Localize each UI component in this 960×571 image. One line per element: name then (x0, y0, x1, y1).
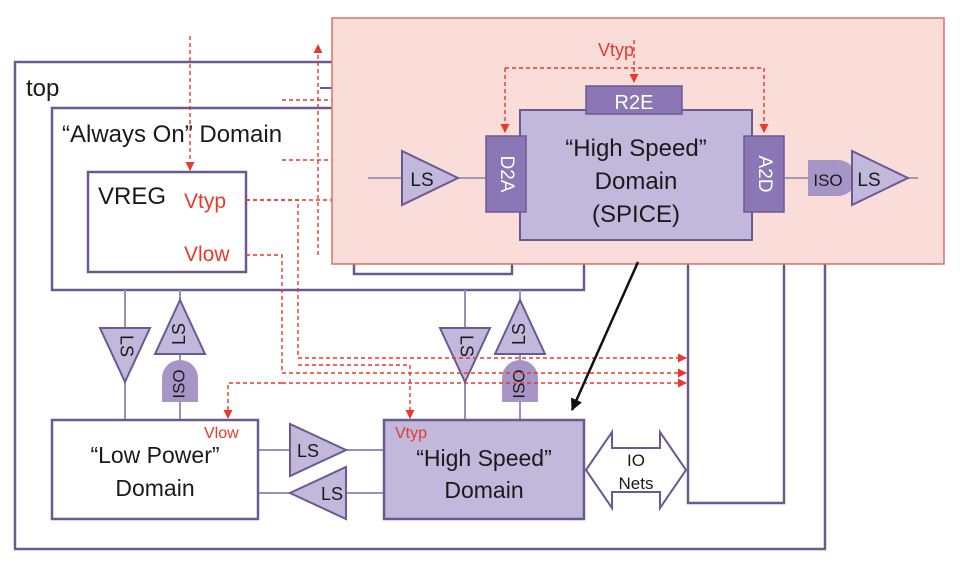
ls-right: LS (289, 422, 349, 478)
ls-label: LS (857, 170, 880, 191)
high-speed-domain: Vtyp “High Speed” Domain (382, 418, 586, 521)
r2e-label: R2E (615, 92, 654, 114)
ls-down-left: LS (98, 327, 152, 385)
ls-label: LS (321, 484, 343, 504)
callout-vtyp-label: Vtyp (598, 40, 634, 60)
ls-label: LS (116, 335, 136, 357)
ls-label: LS (169, 323, 189, 345)
vreg-vlow-label: Vlow (184, 243, 230, 266)
ls-up-left: LS (153, 297, 207, 355)
ls-label: LS (509, 323, 529, 345)
high-speed-label-line1: “High Speed” (416, 445, 552, 471)
vreg-block: VREG Vtyp Vlow (86, 170, 248, 274)
d2a-block: D2A (485, 135, 527, 213)
vreg-vtyp-label: Vtyp (184, 190, 226, 213)
low-power-domain: Vlow “Low Power” Domain (50, 418, 260, 521)
r2e-block: R2E (585, 85, 683, 115)
iso-label: ISO (169, 369, 188, 398)
iso-label: ISO (813, 171, 842, 190)
io-label-line2: Nets (619, 474, 654, 493)
ls-up-right: LS (493, 297, 547, 355)
low-power-label-line1: “Low Power” (90, 442, 219, 468)
high-speed-label-line2: Domain (444, 477, 523, 503)
callout-supply-nets (500, 40, 769, 133)
d2a-label: D2A (496, 156, 517, 193)
callout-iso-out: ISO (808, 160, 856, 196)
ls-label: LS (456, 335, 476, 357)
vreg-label: VREG (98, 183, 166, 210)
iso-left: ISO (162, 360, 198, 402)
callout-ls-out: LS (851, 149, 911, 207)
io-column-block (686, 248, 786, 505)
iso-right: ISO (502, 360, 538, 402)
zoom-arrow (570, 261, 640, 411)
low-power-vlow-label: Vlow (204, 425, 239, 442)
ls-label: LS (297, 441, 319, 461)
always-on-label: “Always On” Domain (62, 121, 282, 148)
spice-label-line1: “High Speed” (565, 135, 706, 162)
a2d-block: A2D (743, 135, 785, 213)
ls-down-right: LS (438, 327, 492, 385)
spice-label-line2: Domain (595, 168, 678, 195)
callout-ls-in: LS (401, 149, 461, 207)
low-power-label-line2: Domain (115, 475, 194, 501)
supply-nets (185, 36, 687, 419)
a2d-label: A2D (754, 156, 775, 193)
iso-label: ISO (509, 369, 528, 398)
high-speed-vtyp-label: Vtyp (395, 425, 427, 442)
top-label: top (26, 75, 59, 102)
io-nets: IO Nets (584, 428, 688, 512)
ls-left: LS (287, 465, 347, 521)
spice-label-line3: (SPICE) (592, 201, 680, 228)
ls-label: LS (410, 170, 433, 191)
spice-callout-panel: Vtyp LS “High Speed” Domain (SPICE) R2E … (331, 17, 945, 265)
io-label-line1: IO (627, 451, 645, 470)
